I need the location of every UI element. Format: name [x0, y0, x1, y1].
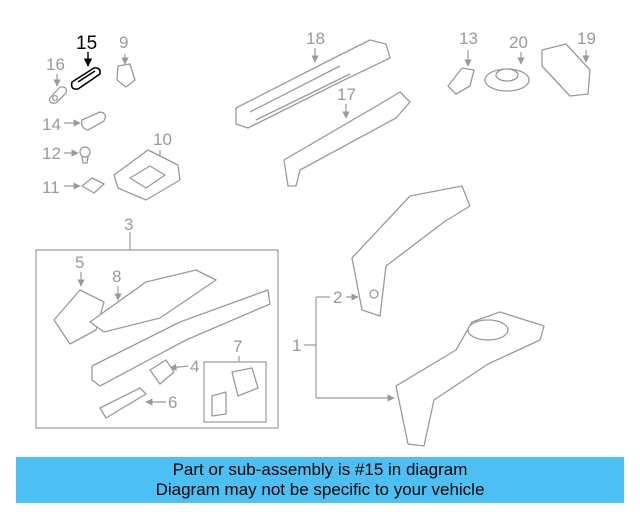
callout-3: 3 — [124, 215, 133, 234]
callout-10: 10 — [153, 130, 172, 149]
part-15[interactable] — [70, 52, 101, 90]
callout-4: 4 — [190, 357, 199, 376]
callout-2: 2 — [333, 288, 342, 307]
part-11[interactable] — [64, 177, 105, 194]
callout-13: 13 — [459, 29, 478, 48]
callout-12: 12 — [42, 144, 61, 163]
part-2[interactable] — [346, 185, 471, 317]
part-9[interactable] — [116, 54, 136, 88]
part-4[interactable] — [149, 359, 189, 385]
part-19[interactable] — [541, 43, 591, 97]
part-14[interactable] — [64, 111, 106, 131]
callout-19: 19 — [577, 29, 596, 48]
part-18[interactable] — [235, 39, 391, 129]
callout-1: 1 — [292, 336, 301, 355]
callout-15: 15 — [76, 33, 97, 54]
callout-14: 14 — [42, 115, 61, 134]
part-16[interactable] — [48, 74, 68, 104]
part-8[interactable] — [89, 269, 217, 333]
part-1-bracket — [304, 296, 395, 402]
callout-16: 16 — [46, 55, 65, 74]
parts-diagram: 15 9 16 14 12 11 10 18 — [35, 29, 596, 447]
callout-5: 5 — [75, 253, 84, 272]
callout-6: 6 — [168, 393, 177, 412]
part-3-rail — [91, 289, 271, 387]
info-banner: Part or sub-assembly is #15 in diagram D… — [16, 457, 624, 503]
callout-9: 9 — [119, 33, 128, 52]
part-17[interactable] — [283, 91, 411, 187]
banner-line-2: Diagram may not be specific to your vehi… — [155, 480, 485, 499]
callout-7: 7 — [233, 337, 242, 356]
part-1[interactable] — [395, 311, 545, 447]
part-12[interactable] — [64, 146, 91, 164]
part-20[interactable] — [484, 52, 530, 92]
callout-17: 17 — [337, 85, 356, 104]
part-10[interactable] — [113, 149, 181, 201]
callout-8: 8 — [112, 267, 121, 286]
part-5[interactable] — [53, 272, 105, 345]
part-13[interactable] — [447, 50, 475, 95]
part-7[interactable] — [203, 356, 267, 423]
part-3-assembly[interactable] — [35, 232, 279, 429]
part-6[interactable] — [99, 387, 166, 419]
callout-18: 18 — [306, 29, 325, 48]
banner-line-1: Part or sub-assembly is #15 in diagram — [172, 460, 468, 479]
callout-20: 20 — [509, 33, 528, 52]
callout-11: 11 — [42, 178, 60, 197]
